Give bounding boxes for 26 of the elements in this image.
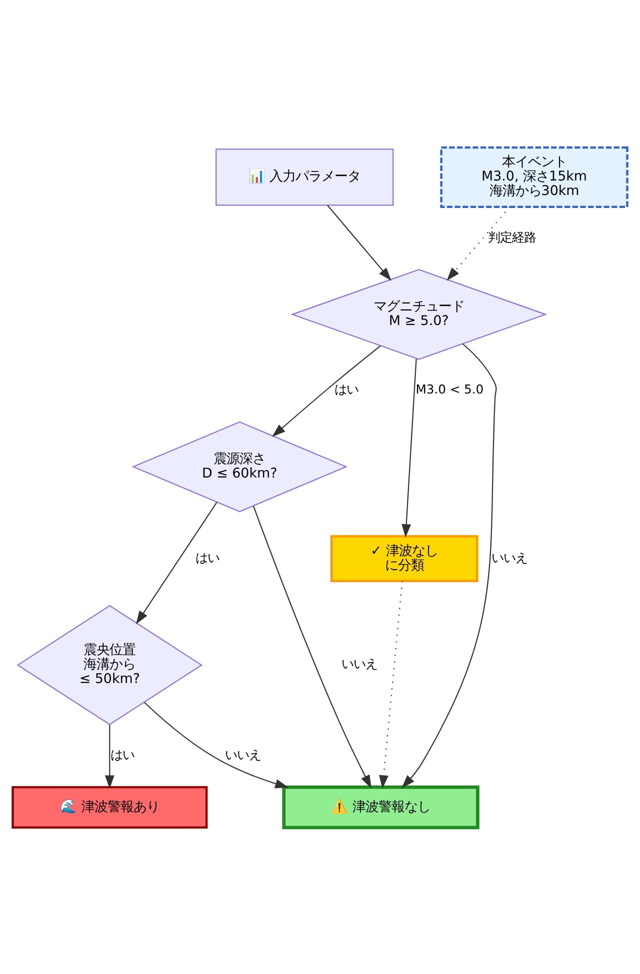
arrow — [144, 701, 289, 788]
node-box: ⚠ 津波警報なし — [282, 785, 480, 829]
node-box: 本イベント M3.0, 深さ15km 海溝から30km — [440, 146, 628, 208]
node-diamond: 震源深さ D ≤ 60km? — [132, 420, 348, 512]
node-box: ✓ 津波なし に分類 — [330, 534, 478, 582]
node-diamond: マグニチュード M ≥ 5.0? — [290, 268, 548, 360]
edge-label: いいえ — [492, 550, 528, 564]
arrow — [379, 580, 403, 788]
arrow — [402, 343, 497, 788]
edge-label: 判定経路 — [488, 230, 536, 244]
arrow — [402, 358, 417, 538]
arrow — [136, 502, 218, 624]
arrow — [327, 204, 392, 280]
arrow — [272, 344, 381, 436]
edge-label: いいえ — [341, 656, 378, 671]
edge-label: いいえ — [224, 747, 261, 762]
node-box: 📊 入力パラメータ — [216, 148, 394, 206]
edge-label: M3.0 < 5.0 — [416, 382, 484, 396]
edge-label: はい — [334, 382, 359, 396]
edge-label: はい — [196, 550, 220, 564]
edge-label: はい — [110, 747, 135, 762]
arrow — [104, 724, 114, 788]
node-box: 🌊 津波警報あり — [12, 786, 208, 828]
arrow — [446, 206, 510, 280]
node-diamond: 震央位置 海溝から ≤ 50km? — [16, 604, 203, 725]
arrow — [252, 505, 372, 788]
